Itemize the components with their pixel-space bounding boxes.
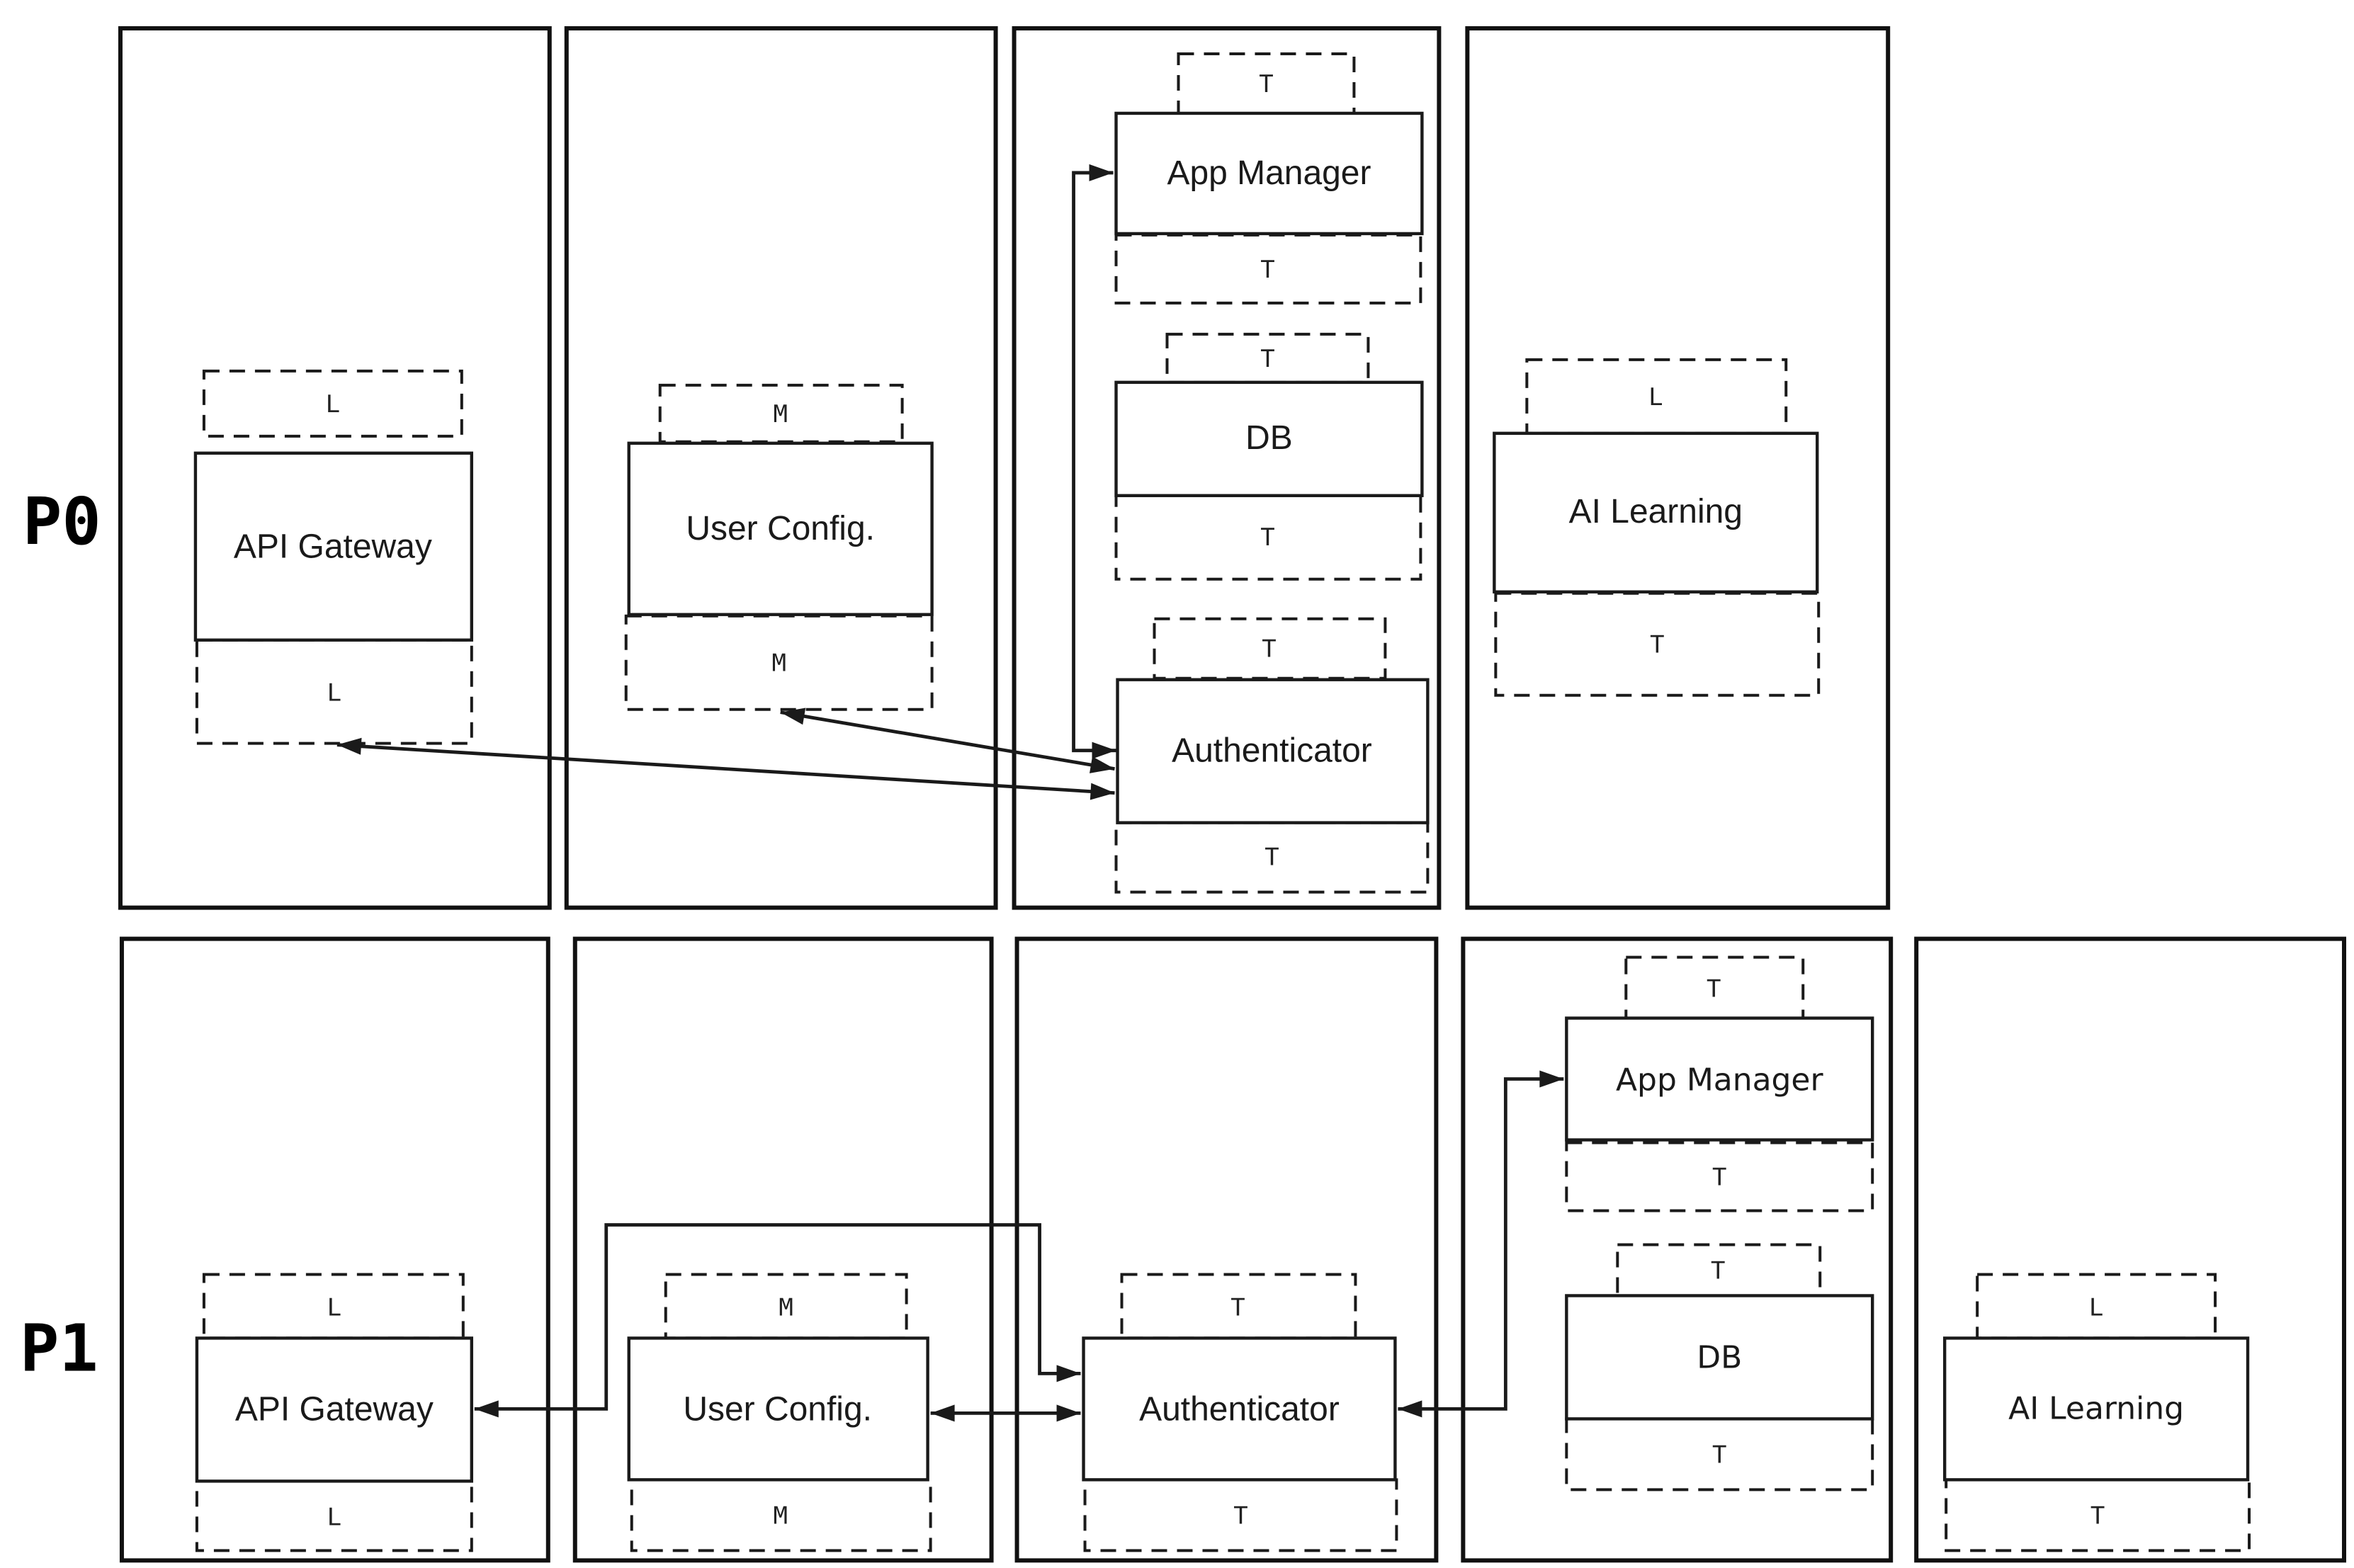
badge-label-top: M: [773, 400, 787, 428]
component-label: DB: [1697, 1339, 1742, 1375]
component-box: [1082, 1336, 1397, 1482]
badge-box-bottom: [1114, 494, 1422, 581]
component-box: [1114, 111, 1424, 236]
badge-box-top: [658, 383, 904, 443]
component-box: [195, 1336, 474, 1483]
component-label: AI Learning: [2008, 1390, 2184, 1426]
badge-box-top: [1624, 955, 1805, 1020]
badge-box-bottom: [1494, 591, 1821, 697]
component-box: [1114, 380, 1424, 497]
p0-ai-learning: L T AI Learning: [1493, 358, 1821, 697]
connector-p1-api-gateway-authenticator: [474, 1223, 1081, 1418]
badge-box-top: [202, 1273, 465, 1340]
badge-label-bottom: T: [1260, 256, 1274, 284]
component-box: [1565, 1294, 1874, 1421]
badge-label-top: T: [1260, 345, 1274, 373]
connector-p0-authenticator-user-config-badge: [780, 708, 1115, 773]
p0-user-config: M M User Config.: [624, 383, 934, 711]
badge-label-bottom: T: [1264, 843, 1279, 872]
p0-app-manager: T T App Manager: [1114, 52, 1424, 305]
badge-label-top: T: [1230, 1293, 1245, 1322]
badge-label-bottom: T: [1233, 1501, 1247, 1530]
badge-box-bottom: [1114, 233, 1422, 305]
p1-user-config: M M User Config.: [627, 1273, 932, 1552]
badge-label-bottom: T: [1712, 1163, 1726, 1191]
badge-box-top: [1616, 1243, 1822, 1297]
component-box: [1565, 1016, 1874, 1142]
badge-box-top: [1525, 358, 1788, 435]
badge-label-top: T: [1711, 1256, 1725, 1285]
badge-label-bottom: L: [327, 1503, 341, 1531]
p1-db: T T DB: [1565, 1243, 1874, 1492]
p0-db: T T DB: [1114, 332, 1424, 581]
badge-label-bottom: M: [771, 649, 786, 678]
badge-label-top: L: [326, 390, 340, 419]
p0-authenticator: T T Authenticator: [1114, 617, 1430, 894]
component-label: App Manager: [1616, 1062, 1824, 1098]
component-label: API Gateway: [234, 528, 432, 566]
p1-app-manager: T T App Manager: [1565, 955, 1874, 1212]
component-box: [1116, 678, 1430, 824]
badge-label-top: L: [2089, 1293, 2103, 1322]
component-box: [627, 441, 934, 616]
badge-label-bottom: M: [773, 1501, 787, 1530]
badge-label-top: M: [779, 1293, 793, 1322]
component-label: App Manager: [1167, 154, 1371, 192]
badge-box-bottom: [1114, 821, 1430, 894]
p1-ai-learning: L T AI Learning: [1942, 1273, 2251, 1552]
component-box: [1493, 431, 1819, 593]
badge-label-bottom: T: [1712, 1441, 1726, 1469]
component-label: User Config.: [683, 1390, 872, 1428]
badge-box-top: [1153, 617, 1387, 680]
connector-p1-authenticator-app-manager: [1398, 1070, 1564, 1418]
p0-api-gateway: L L API Gateway: [193, 369, 474, 745]
badge-label-top: L: [1648, 383, 1663, 411]
badge-box-bottom: [1945, 1478, 2251, 1552]
badge-box-top: [664, 1273, 908, 1340]
badge-box-top: [1165, 332, 1370, 384]
row-label-p0: P0: [23, 484, 101, 559]
badge-box-bottom: [1565, 1141, 1874, 1212]
component-label: User Config.: [686, 510, 875, 547]
component-label: API Gateway: [235, 1390, 434, 1428]
badge-label-bottom: T: [1260, 523, 1274, 552]
component-box: [193, 451, 474, 642]
row-label-p1: P1: [20, 1310, 98, 1386]
badge-label-top: T: [1259, 70, 1273, 98]
component-label: Authenticator: [1172, 732, 1372, 770]
badge-label-top: T: [1707, 975, 1721, 1004]
p1-api-gateway: L L API Gateway: [195, 1273, 474, 1552]
component-label: DB: [1245, 419, 1293, 457]
component-label: AI Learning: [1569, 493, 1743, 530]
component-label: Authenticator: [1139, 1390, 1340, 1428]
badge-box-bottom: [630, 1478, 932, 1552]
badge-label-top: L: [327, 1293, 341, 1322]
p1-authenticator: T T Authenticator: [1082, 1273, 1398, 1552]
badge-label-bottom: T: [2090, 1501, 2105, 1530]
connector-p0-authenticator-api-gateway-badge: [336, 737, 1115, 800]
badge-box-top: [202, 369, 463, 438]
badge-box-bottom: [624, 614, 934, 711]
badge-label-bottom: T: [1650, 631, 1664, 659]
badge-box-top: [1177, 52, 1356, 115]
component-box: [1942, 1336, 2250, 1482]
badge-label-top: T: [1262, 635, 1276, 664]
badge-label-bottom: L: [327, 679, 341, 708]
